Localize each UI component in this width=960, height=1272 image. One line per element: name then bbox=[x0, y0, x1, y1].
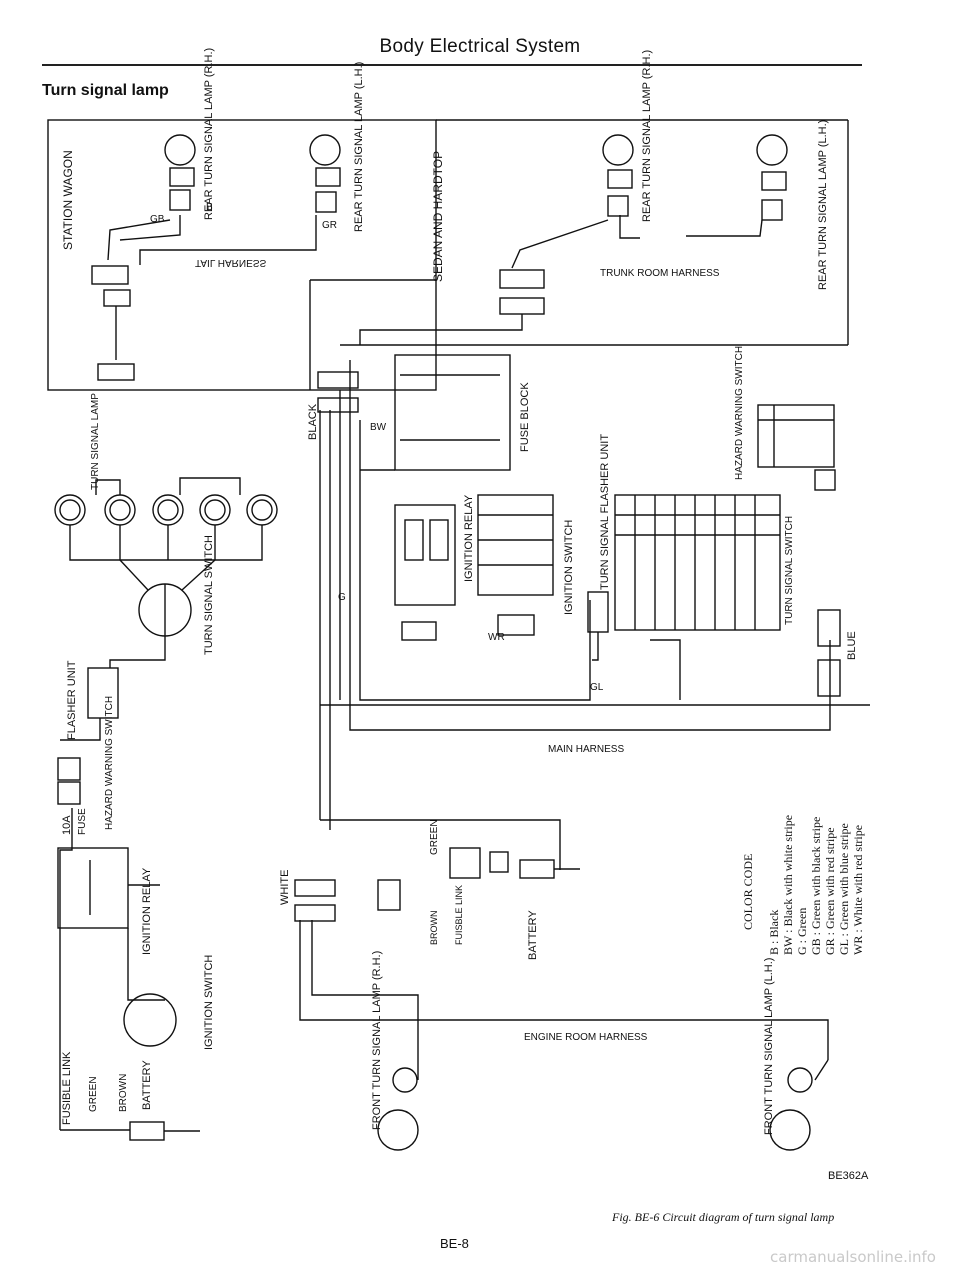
fuse-rating-label: 10A bbox=[61, 815, 73, 835]
sw-body-connector bbox=[97, 363, 135, 381]
hazard-switch-symbol bbox=[57, 757, 81, 781]
black-label: BLACK bbox=[307, 403, 319, 440]
battery-label-left: BATTERY bbox=[141, 1060, 153, 1110]
front-lamp-rh bbox=[377, 1109, 419, 1151]
rear-turn-rh-sw-label: REAR TURN SIGNAL LAMP (R.H.) bbox=[203, 48, 215, 220]
lamp-socket-rh-sedan bbox=[602, 134, 634, 166]
ignition-relay-label-left: IGNITION RELAY bbox=[141, 867, 153, 955]
rear-turn-lh-sw-label: REAR TURN SIGNAL LAMP (L.H.) bbox=[353, 62, 365, 232]
hazard-switch-label: HAZARD WARNING SWITCH bbox=[104, 696, 115, 830]
blue-connector bbox=[817, 609, 841, 647]
tail-harness-connector bbox=[91, 265, 129, 285]
station-wagon-label: STATION WAGON bbox=[61, 150, 75, 250]
lamp-socket-lh-sedan bbox=[756, 134, 788, 166]
ignition-switch-symbol bbox=[123, 993, 177, 1047]
lamp-connector-rh-sw bbox=[169, 167, 195, 187]
trunk-harness-label: TRUNK ROOM HARNESS bbox=[600, 268, 720, 279]
sedan-hardtop-label: SEDAN AND HARDTOP bbox=[431, 151, 445, 282]
color-code-entry: G : Green bbox=[795, 908, 809, 955]
page-header-title: Body Electrical System bbox=[379, 36, 581, 57]
front-lamp-lh bbox=[769, 1109, 811, 1151]
turn-signal-switch-label: TURN SIGNAL SWITCH bbox=[203, 535, 215, 655]
color-code-entry: GL : Green with blue stripe bbox=[837, 823, 851, 955]
flasher-unit-label: FLASHER UNIT bbox=[66, 660, 78, 740]
ignition-switch-label-left: IGNITION SWITCH bbox=[203, 955, 215, 1050]
lamp-socket-lh-sw bbox=[309, 134, 341, 166]
ignition-switch-table bbox=[477, 494, 554, 596]
hazard-switch-table bbox=[757, 404, 835, 468]
tail-harness-label: TAIL HARNESS bbox=[195, 257, 266, 268]
page-number: BE-8 bbox=[440, 1236, 469, 1251]
blue-label: BLUE bbox=[846, 631, 858, 660]
engine-connector bbox=[294, 879, 336, 897]
fuse-block-label: FUSE BLOCK bbox=[519, 382, 531, 452]
brown-label: BROWN bbox=[118, 1074, 129, 1112]
ignition-switch-label-center: IGNITION SWITCH bbox=[563, 520, 575, 615]
turn-signal-switch-table bbox=[614, 494, 781, 631]
fusible-link-center: FUISBLE LINK bbox=[454, 885, 464, 945]
color-code-entry: B : Black bbox=[767, 910, 781, 955]
color-code-entry: GB : Green with black stripe bbox=[809, 817, 823, 955]
battery-symbol-center bbox=[519, 859, 555, 879]
station-wagon-panel bbox=[47, 119, 437, 391]
trunk-harness-connector bbox=[499, 269, 545, 289]
hazard-switch-label-right: HAZARD WARNING SWITCH bbox=[734, 346, 745, 480]
battery-label-center: BATTERY bbox=[527, 910, 539, 960]
engine-harness-label: ENGINE ROOM HARNESS bbox=[524, 1032, 648, 1043]
brown-label-center: BROWN bbox=[429, 911, 439, 946]
flasher-unit-symbol bbox=[87, 667, 119, 719]
wire-wr: WR bbox=[488, 632, 505, 643]
wire-gb: GB bbox=[150, 214, 165, 225]
green-label: GREEN bbox=[88, 1076, 99, 1112]
sedan-body-connector bbox=[317, 371, 359, 389]
fuse-label: FUSE bbox=[77, 808, 88, 835]
ts-flasher-unit-symbol bbox=[587, 591, 609, 633]
ts-flasher-unit-label: TURN SIGNAL FLASHER UNIT bbox=[599, 434, 611, 590]
color-code-entry: BW : Black with white stripe bbox=[781, 815, 795, 955]
color-code-title: COLOR CODE bbox=[741, 854, 755, 930]
turn-signal-lamp-label: TURN SIGNAL LAMP bbox=[90, 393, 101, 490]
wire-bw: BW bbox=[370, 422, 387, 433]
wire-gl: GL bbox=[590, 682, 604, 693]
ignition-relay-center-symbol bbox=[394, 504, 456, 606]
lamp-socket-rh-sw bbox=[164, 134, 196, 166]
section-title: Turn signal lamp bbox=[42, 82, 169, 99]
header-rule bbox=[42, 64, 862, 66]
watermark-text: carmanualsonline.info bbox=[770, 1248, 936, 1266]
main-harness-label: MAIN HARNESS bbox=[548, 744, 624, 755]
turn-signal-switch-label-right: TURN SIGNAL SWITCH bbox=[784, 516, 795, 625]
front-turn-rh-label: FRONT TURN SIGNAL LAMP (R.H.) bbox=[371, 951, 383, 1130]
ignition-relay-label-center: IGNITION RELAY bbox=[463, 494, 475, 582]
fuse-block-symbol bbox=[394, 354, 511, 471]
green-label-center: GREEN bbox=[429, 819, 440, 855]
wire-g: G bbox=[338, 592, 346, 603]
color-code-entry: WR : White with red stripe bbox=[851, 825, 865, 955]
figure-code: BE362A bbox=[828, 1170, 869, 1182]
ignition-relay-symbol bbox=[57, 847, 129, 929]
wire-gr: GR bbox=[322, 220, 337, 231]
front-turn-lh-label: FRONT TURN SIGNAL LAMP (L.H.) bbox=[763, 958, 775, 1135]
color-code-entry: GR : Green with red stripe bbox=[823, 827, 837, 955]
battery-symbol-left bbox=[129, 1121, 165, 1141]
white-label: WHITE bbox=[279, 870, 291, 905]
fusible-link-label: FUSIBLE LINK bbox=[61, 1051, 73, 1125]
rear-turn-lh-sedan-label: REAR TURN SIGNAL LAMP (L.H.) bbox=[817, 120, 829, 290]
figure-caption: Fig. BE-6 Circuit diagram of turn signal… bbox=[612, 1210, 835, 1224]
wire-b: B bbox=[206, 202, 213, 213]
rear-turn-rh-sedan-label: REAR TURN SIGNAL LAMP (R.H.) bbox=[641, 50, 653, 222]
